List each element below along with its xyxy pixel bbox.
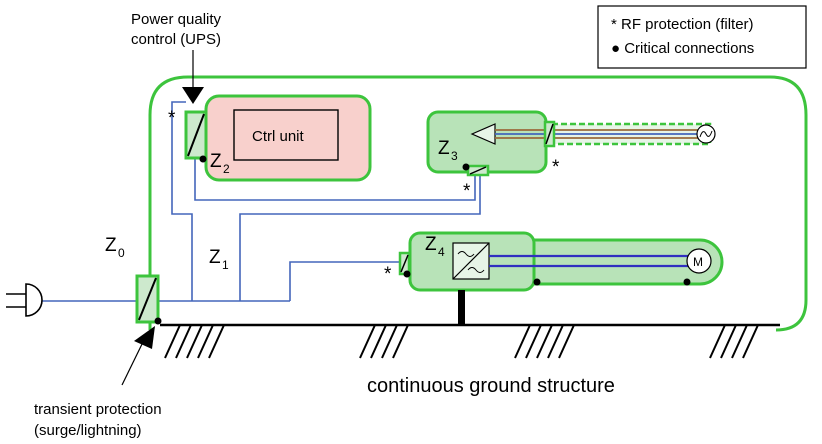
- svg-text:Z: Z: [105, 235, 117, 256]
- zone-1-boundary: [148, 75, 808, 332]
- critical-connection-dot: [154, 317, 162, 325]
- critical-connection-dot: [533, 278, 541, 286]
- legend-rf-protection: * RF protection (filter): [611, 16, 754, 33]
- ups-label-2: control (UPS): [131, 31, 221, 48]
- ups-arrow-head: [182, 87, 204, 104]
- wire-to-z3-a: [239, 175, 481, 301]
- legend: * RF protection (filter) ● Critical conn…: [597, 5, 807, 69]
- critical-connection-dot: [462, 163, 470, 171]
- motor-icon: [686, 248, 712, 274]
- wire-to-z3-b: [194, 158, 476, 201]
- rf-star-z4: *: [384, 264, 392, 285]
- transient-arrow-head: [134, 326, 155, 349]
- svg-text:3: 3: [451, 149, 458, 163]
- critical-connection-dot: [403, 270, 411, 278]
- ups-label-1: Power quality: [131, 11, 222, 28]
- transient-arrow-line: [121, 339, 145, 386]
- critical-connection-dot: [199, 155, 207, 163]
- zone-2-module: Ctrl unit * Z 2: [168, 94, 372, 182]
- zone-3-label: Z 3: [438, 138, 458, 163]
- ground-hatch-3: [514, 324, 575, 359]
- zone-4-label: Z 4: [425, 234, 445, 259]
- transient-protection-device: [121, 274, 162, 386]
- transient-label-1: transient protection: [34, 401, 162, 418]
- ctrl-unit-box: [233, 109, 339, 161]
- svg-text:4: 4: [438, 245, 445, 259]
- legend-box: [597, 5, 807, 69]
- ground-label: continuous ground structure: [367, 375, 615, 397]
- svg-text:0: 0: [118, 246, 125, 260]
- transient-label-2: (surge/lightning): [34, 422, 142, 439]
- ctrl-unit-label: Ctrl unit: [252, 128, 305, 145]
- z4-ground-strap: [458, 290, 465, 325]
- critical-connection-dot: [683, 278, 691, 286]
- svg-text:2: 2: [223, 162, 230, 176]
- ground-structure: continuous ground structure: [160, 323, 780, 397]
- plug-body: [25, 283, 43, 317]
- svg-text:Z: Z: [210, 151, 222, 172]
- rf-star-z3-power: *: [463, 181, 471, 202]
- legend-critical-connections: ● Critical connections: [611, 40, 754, 57]
- zone-4-module: M * Z 4: [384, 231, 724, 325]
- zone-0-label: Z 0: [105, 235, 125, 260]
- svg-text:Z: Z: [209, 247, 221, 268]
- motor-cable-enclosure: [528, 238, 724, 286]
- ground-hatch-2: [359, 324, 409, 359]
- mains-plug: [6, 283, 43, 317]
- ups-rf-star: *: [168, 108, 176, 129]
- zone-1-label: Z 1: [209, 247, 229, 272]
- svg-text:Z: Z: [425, 234, 437, 255]
- wire-to-z4: [289, 261, 400, 301]
- wire-z2-loop: [171, 101, 193, 301]
- zone-3-module: * * Z 3: [426, 110, 716, 202]
- rf-star-z3-right: *: [552, 157, 560, 178]
- zone-2-label: Z 2: [210, 151, 230, 176]
- svg-text:1: 1: [222, 258, 229, 272]
- svg-text:Z: Z: [438, 138, 450, 159]
- motor-label: M: [693, 255, 703, 269]
- ground-hatch-1: [164, 324, 225, 359]
- ground-hatch-4: [709, 324, 759, 359]
